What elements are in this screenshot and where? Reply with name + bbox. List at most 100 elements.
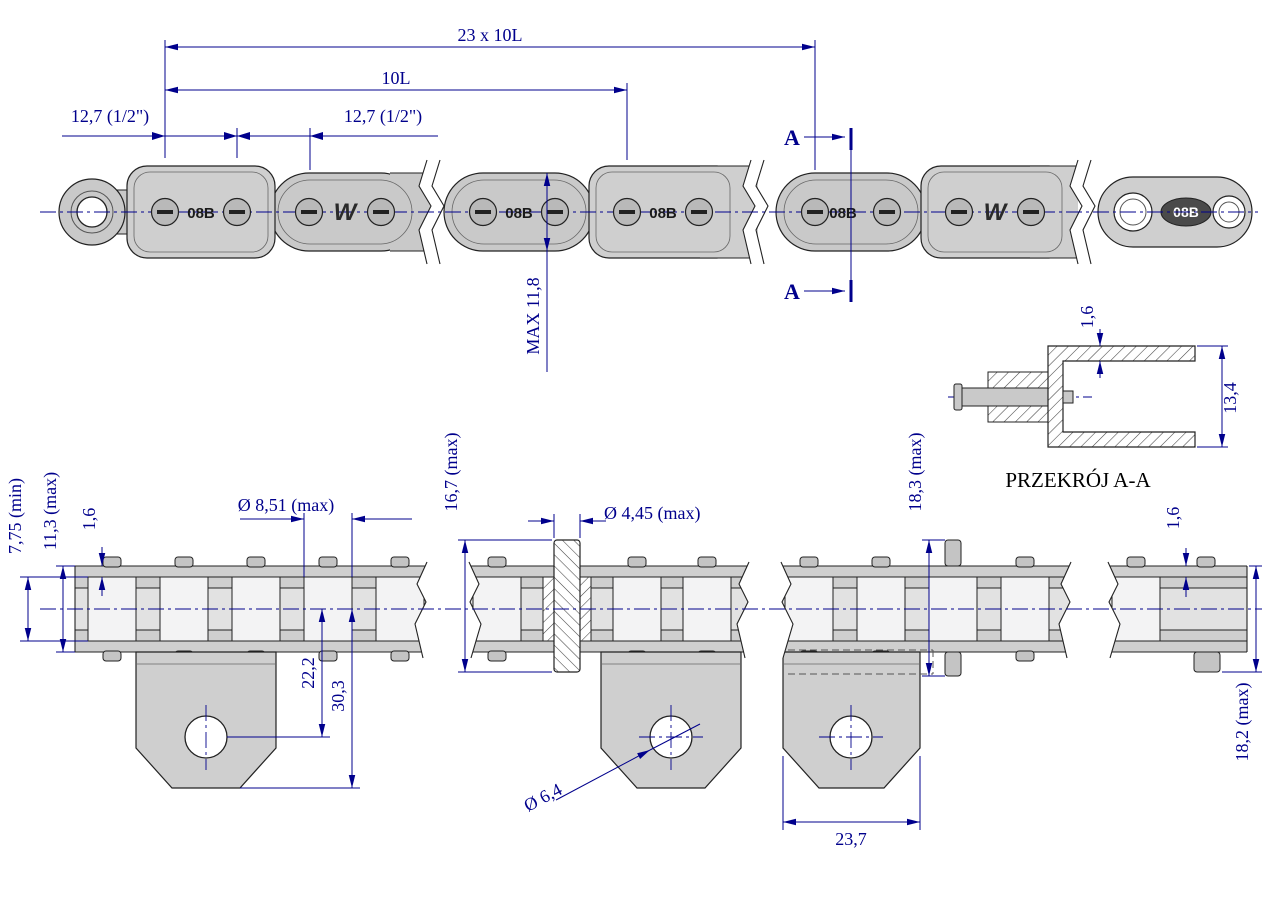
section-cut-line: A A [784, 125, 853, 304]
rivet-end [1193, 651, 1221, 673]
dim-section-height: 13,4 [1220, 382, 1240, 414]
pin-ends [799, 539, 1035, 677]
pin-end [487, 650, 507, 662]
chain-marking: 08B [505, 205, 533, 222]
plate-edges [1108, 565, 1247, 653]
pin [468, 197, 498, 227]
pin [540, 197, 570, 227]
dim-inner-width-min: 7,75 (min) [5, 478, 26, 554]
pin-section [553, 539, 581, 673]
attachment-plate [600, 651, 742, 789]
pin-end [1126, 556, 1146, 568]
plan-view-end [1107, 556, 1248, 673]
break-zigzag [1082, 159, 1096, 265]
attachment-plate [135, 651, 277, 789]
plate-edges [469, 565, 749, 653]
plan-view-left [74, 556, 428, 789]
pin-body [959, 387, 1061, 407]
arrowhead [224, 132, 237, 140]
break-zigzag [414, 561, 428, 659]
pin-end [246, 556, 266, 568]
plan-view-middle [468, 539, 750, 789]
arrowhead [152, 132, 165, 140]
pin [684, 197, 714, 227]
pin-head [953, 383, 963, 411]
dim-plate-thickness: 1,6 [1163, 507, 1183, 530]
pin-end [1196, 556, 1216, 568]
break-zigzag [755, 159, 769, 265]
pin [222, 197, 252, 227]
dim-roller-diameter: Ø 8,51 (max) [238, 495, 334, 516]
section-a-a-view: 1,6 13,4 PRZEKRÓJ A-A [948, 306, 1240, 492]
alternate-lug-hidden [788, 649, 934, 675]
dim-lug-drop: 30,3 [328, 680, 348, 712]
pin-tip [1062, 390, 1074, 404]
pin-end [174, 556, 194, 568]
dim-pin-diameter: Ø 4,45 (max) [604, 503, 700, 524]
pin-end [318, 556, 338, 568]
break-zigzag [418, 159, 432, 265]
dim-pin-length-max: 16,7 (max) [441, 433, 462, 512]
pin-end [102, 556, 122, 568]
dim-plate-thickness: 1,6 [79, 508, 99, 531]
break-zigzag [780, 561, 794, 659]
section-letter-bottom: A [784, 279, 800, 304]
pin-end [390, 556, 410, 568]
dim-pin-length-max: 18,2 (max) [1232, 683, 1253, 762]
leader-line [649, 723, 701, 751]
leader-line [555, 749, 651, 801]
bent-lug-section [1047, 345, 1196, 448]
pin [944, 197, 974, 227]
break-zigzag [742, 159, 756, 265]
manufacturer-logo: W [334, 199, 359, 226]
arrowhead [310, 132, 323, 140]
bushing-section [987, 371, 1053, 389]
long-pin-end [944, 539, 962, 567]
pin [294, 197, 324, 227]
plan-view-right [780, 539, 1072, 789]
pin-end [487, 556, 507, 568]
pin [366, 197, 396, 227]
dim-pitch-left: 12,7 (1/2") [71, 106, 149, 127]
chain-marking: 08B [187, 205, 215, 222]
top-view-dimensions: 23 x 10L 10L 12,7 (1/2") 12,7 (1/2") A A… [62, 25, 853, 372]
chain-marking: 08B [829, 205, 857, 222]
break-zigzag [736, 561, 750, 659]
dim-lug-width: 23,7 [835, 829, 867, 849]
pin [800, 197, 830, 227]
chain-marking: 08B [649, 205, 677, 222]
break-zigzag [431, 159, 445, 265]
section-letter-top: A [784, 125, 800, 150]
long-pin-end [944, 651, 962, 677]
dim-total-length: 23 x 10L [458, 25, 523, 45]
pin-end [102, 650, 122, 662]
dim-ten-links: 10L [382, 68, 411, 88]
dim-pin-length-max: 18,3 (max) [905, 433, 926, 512]
break-zigzag [1058, 561, 1072, 659]
dim-plate-height: MAX 11,8 [523, 277, 543, 354]
attachment-plate [782, 651, 921, 789]
chain-top-view: 08B 08B W 08B 08B 08B W [40, 159, 1258, 265]
dim-plate-height-max: 11,3 (max) [40, 472, 61, 550]
dim-hole-offset: 22,2 [298, 657, 318, 689]
break-zigzag [1107, 561, 1121, 659]
pin [872, 197, 902, 227]
pin [612, 197, 642, 227]
dim-section-thickness: 1,6 [1077, 306, 1097, 329]
pin-end [1015, 650, 1035, 662]
plan-right-dimensions: 18,3 (max) 23,7 [782, 433, 945, 849]
pin-end [1015, 556, 1035, 568]
pin-end [697, 556, 717, 568]
manufacturer-logo: W [984, 199, 1009, 226]
pin-end [871, 556, 891, 568]
plan-end-dimensions: 1,6 18,2 (max) [1163, 507, 1262, 762]
pin-end [799, 556, 819, 568]
break-zigzag [468, 561, 482, 659]
dim-pitch-mid: 12,7 (1/2") [344, 106, 422, 127]
arrowhead [237, 132, 250, 140]
pin [1016, 197, 1046, 227]
bushing-section [987, 405, 1053, 423]
dim-hole-diameter: Ø 6,4 [520, 779, 565, 815]
